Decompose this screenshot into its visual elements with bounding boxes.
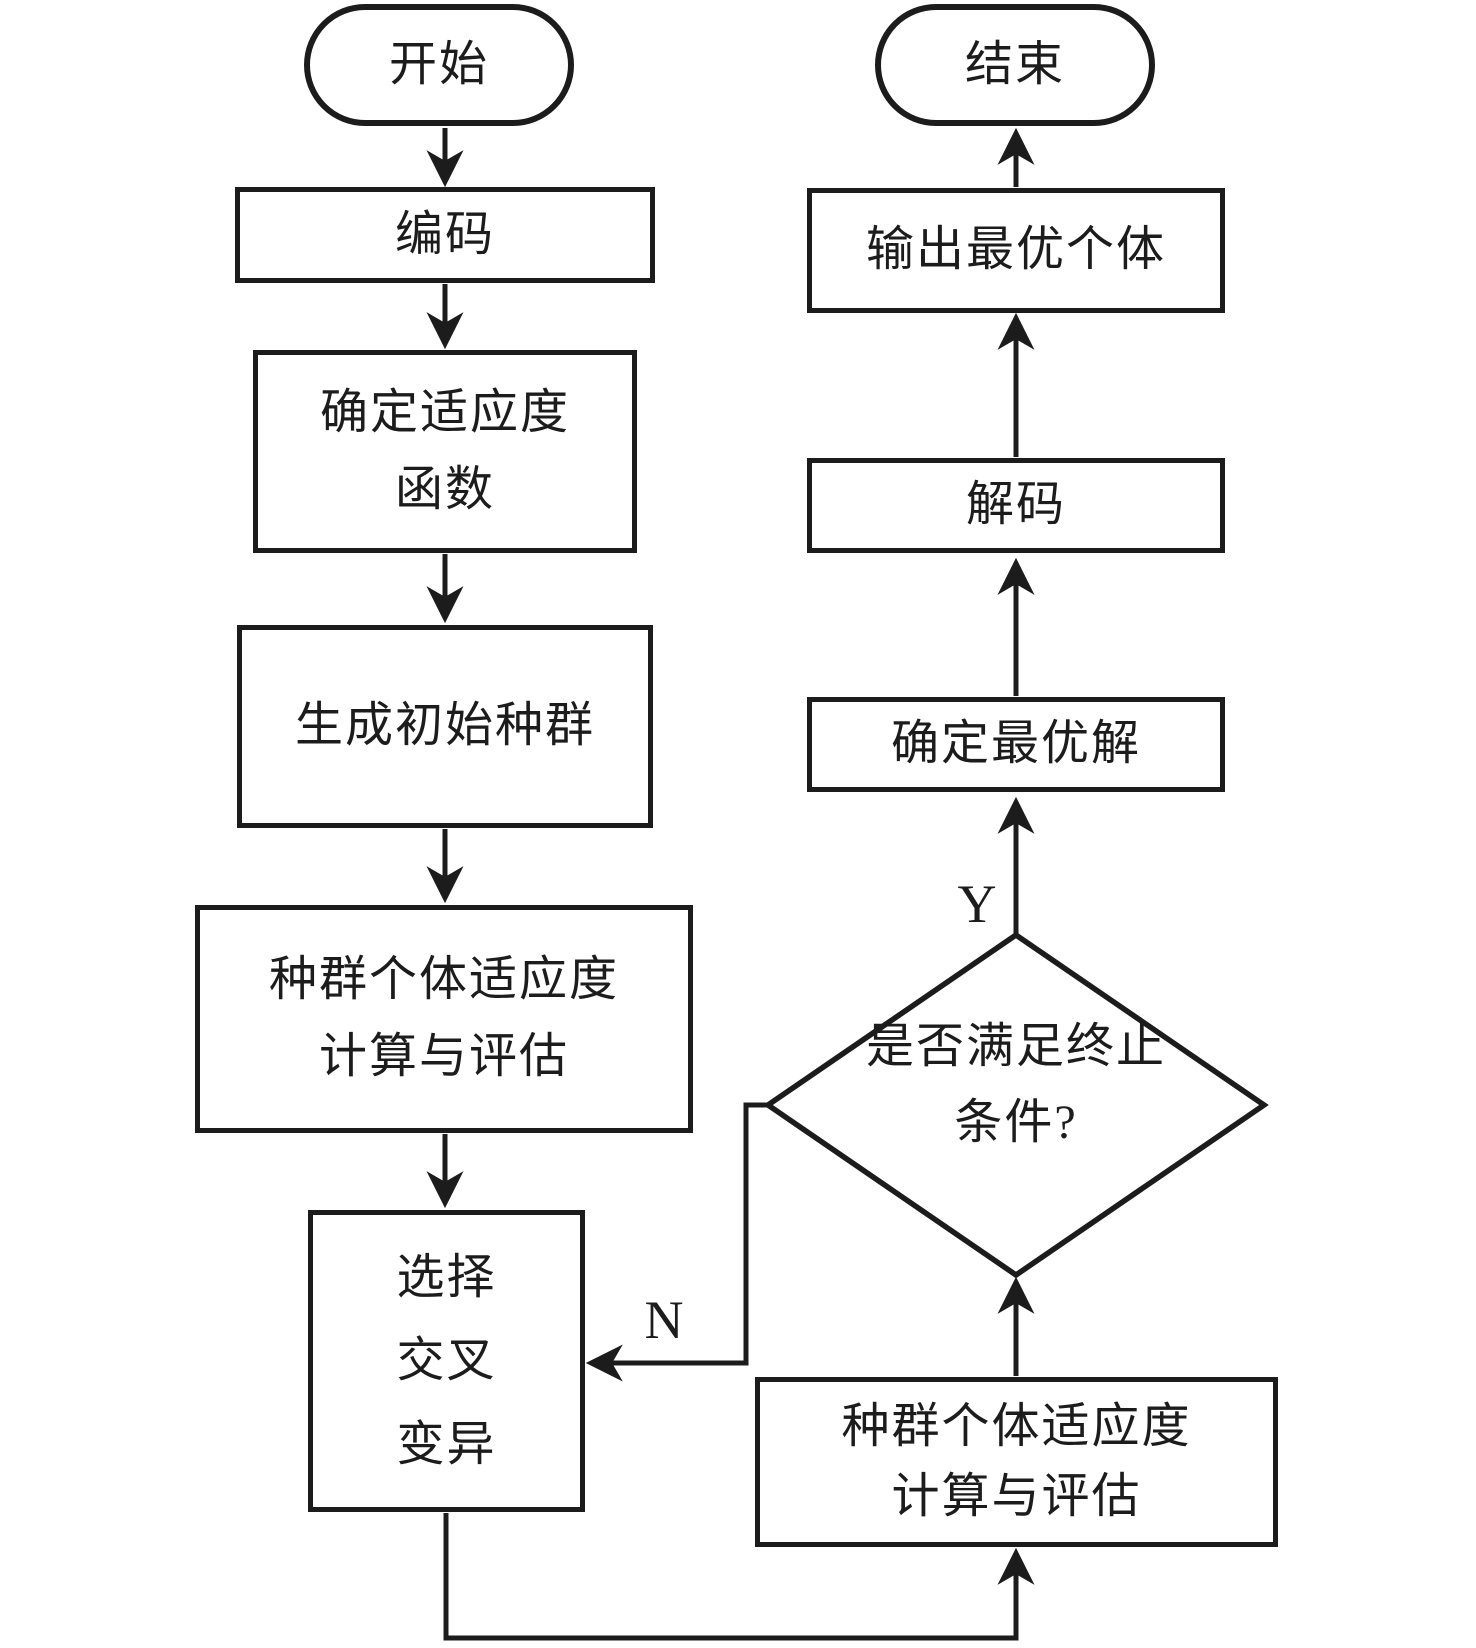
node-selection-crossover-mutation: 选择 交叉 变异 [308, 1210, 585, 1512]
node-encode: 编码 [235, 187, 655, 283]
node-decision: 是否满足终止 条件? [766, 1010, 1266, 1160]
node-best-solution-label: 确定最优解 [890, 717, 1141, 771]
node-best-solution: 确定最优解 [807, 697, 1225, 792]
node-decode: 解码 [807, 458, 1225, 553]
node-initial-population-label: 生成初始种群 [294, 699, 595, 753]
node-fitness-evaluation-left-line2: 计算与评估 [318, 1030, 569, 1083]
branch-label-yes: Y [957, 874, 997, 934]
node-end: 结束 [875, 4, 1155, 126]
node-end-label: 结束 [964, 37, 1065, 91]
edge-selection-evalright [443, 1513, 1035, 1641]
node-fitness-evaluation-left: 种群个体适应度 计算与评估 [195, 905, 693, 1133]
node-decision-line2: 条件? [954, 1096, 1078, 1149]
edge-decision-no [585, 1102, 768, 1382]
node-start: 开始 [304, 4, 574, 126]
node-start-label: 开始 [388, 37, 489, 91]
node-fitness-function-line1: 确定适应度 [319, 385, 570, 439]
node-fitness-evaluation-right-line2: 计算与评估 [891, 1470, 1142, 1523]
node-selection-line1: 选择 [396, 1250, 497, 1304]
node-output-best-individual-label: 输出最优个体 [865, 223, 1166, 277]
node-fitness-evaluation-right-line1: 种群个体适应度 [841, 1400, 1192, 1454]
node-encode-label: 编码 [394, 207, 495, 261]
node-decode-label: 解码 [965, 478, 1066, 532]
node-fitness-evaluation-right: 种群个体适应度 计算与评估 [755, 1377, 1278, 1547]
node-initial-population: 生成初始种群 [237, 625, 653, 828]
decision-diamond-shape [763, 931, 1269, 1279]
node-selection-line2: 交叉 [396, 1334, 497, 1388]
node-fitness-function: 确定适应度 函数 [253, 350, 637, 553]
node-output-best-individual: 输出最优个体 [807, 188, 1225, 313]
node-decision-line1: 是否满足终止 [865, 1020, 1166, 1074]
node-fitness-function-line2: 函数 [394, 462, 495, 516]
branch-label-no: N [644, 1290, 684, 1350]
node-fitness-evaluation-left-line1: 种群个体适应度 [268, 953, 619, 1007]
node-selection-line3: 变异 [396, 1417, 497, 1471]
